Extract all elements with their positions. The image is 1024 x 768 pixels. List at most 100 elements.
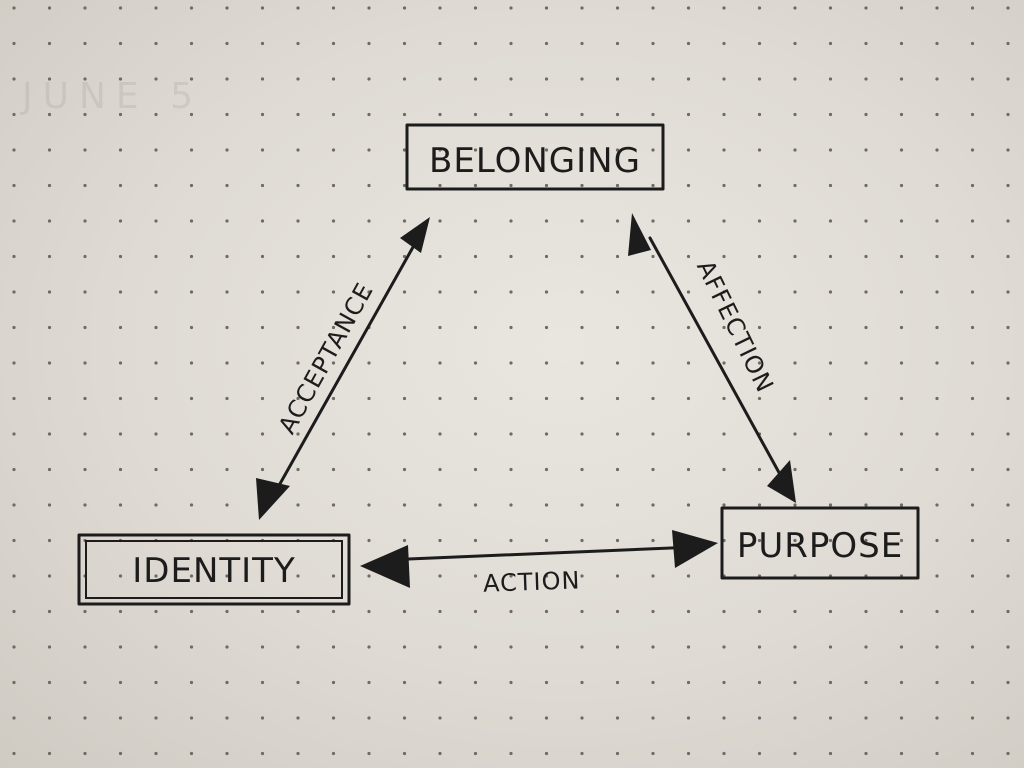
edge-action-arrowhead-left <box>360 545 410 588</box>
grid-dot <box>331 396 336 401</box>
grid-dot <box>438 361 442 365</box>
grid-dot <box>544 467 549 472</box>
grid-dot <box>402 609 407 614</box>
grid-dot <box>12 6 16 10</box>
grid-dot <box>580 751 584 756</box>
grid-dot <box>864 254 868 259</box>
grid-dot <box>651 503 655 507</box>
grid-dot <box>402 432 407 436</box>
grid-dot <box>260 680 265 685</box>
grid-dot <box>651 6 655 10</box>
grid-dot <box>438 680 442 685</box>
grid-dot <box>722 112 726 117</box>
grid-dot <box>154 645 158 649</box>
grid-dot <box>296 751 300 756</box>
grid-dot <box>722 645 726 649</box>
grid-dot <box>793 396 797 401</box>
grid-dot <box>260 432 265 436</box>
grid-dot <box>118 361 123 365</box>
grid-dot <box>438 574 442 578</box>
grid-dot <box>686 325 691 330</box>
grid-dot <box>970 751 975 756</box>
node-belonging: BELONGING <box>405 123 665 191</box>
grid-dot <box>260 254 265 259</box>
grid-dot <box>651 574 655 578</box>
grid-dot <box>367 645 371 649</box>
grid-dot <box>686 77 691 81</box>
grid-dot <box>935 432 939 436</box>
grid-dot <box>154 41 158 46</box>
grid-dot <box>509 716 513 720</box>
grid-dot <box>12 290 16 294</box>
grid-dot <box>296 254 300 259</box>
grid-dot <box>899 325 904 330</box>
grid-dot <box>793 503 797 507</box>
grid-dot <box>899 680 904 685</box>
grid-dot <box>544 290 549 294</box>
grid-dot <box>864 290 868 294</box>
grid-dot <box>47 6 52 10</box>
grid-dot <box>651 325 655 330</box>
grid-dot <box>864 396 868 401</box>
grid-dot <box>899 148 904 152</box>
grid-dot <box>970 148 975 152</box>
grid-dot <box>367 396 371 401</box>
grid-dot <box>154 503 158 507</box>
grid-dot <box>1006 6 1010 10</box>
grid-dot <box>580 609 584 614</box>
grid-dot <box>864 751 868 756</box>
grid-dot <box>47 609 52 614</box>
grid-dot <box>544 41 549 46</box>
grid-dot <box>757 325 762 330</box>
grid-dot <box>473 6 478 10</box>
grid-dot <box>757 254 762 259</box>
grid-dot <box>615 112 620 117</box>
grid-dot <box>970 680 975 685</box>
grid-dot <box>509 574 513 578</box>
grid-dot <box>580 41 584 46</box>
grid-dot <box>793 432 797 436</box>
grid-dot <box>686 290 691 294</box>
grid-dot <box>899 503 904 507</box>
grid-dot <box>757 148 762 152</box>
grid-dot <box>828 716 833 720</box>
grid-dot <box>331 432 336 436</box>
grid-dot <box>615 432 620 436</box>
grid-dot <box>83 680 87 685</box>
grid-dot <box>828 467 833 472</box>
edge-acceptance-label: ACCEPTANCE <box>273 278 379 439</box>
grid-dot <box>83 751 87 756</box>
grid-dot <box>793 183 797 188</box>
grid-dot <box>47 219 52 223</box>
node-purpose-box <box>720 506 920 580</box>
grid-dot <box>225 41 229 46</box>
grid-dot <box>118 254 123 259</box>
grid-dot <box>331 467 336 472</box>
grid-dot <box>935 361 939 365</box>
grid-dot <box>296 680 300 685</box>
grid-dot <box>367 6 371 10</box>
grid-dot <box>225 183 229 188</box>
grid-dot <box>686 41 691 46</box>
grid-dot <box>580 361 584 365</box>
grid-dot <box>438 396 442 401</box>
grid-dot <box>580 112 584 117</box>
grid-dot <box>331 112 336 117</box>
grid-dot <box>864 716 868 720</box>
grid-dot <box>544 503 549 507</box>
grid-dot <box>12 645 16 649</box>
grid-dot <box>473 503 478 507</box>
grid-dot <box>225 751 229 756</box>
grid-dot <box>544 183 549 188</box>
grid-dot <box>757 41 762 46</box>
grid-dot <box>438 716 442 720</box>
grid-dot <box>935 254 939 259</box>
grid-dot <box>189 467 194 472</box>
grid-dot <box>260 183 265 188</box>
grid-dot <box>544 6 549 10</box>
grid-dot <box>367 432 371 436</box>
grid-dot <box>367 680 371 685</box>
grid-dot <box>473 361 478 365</box>
grid-dot <box>686 112 691 117</box>
node-identity: IDENTITY <box>77 533 351 606</box>
